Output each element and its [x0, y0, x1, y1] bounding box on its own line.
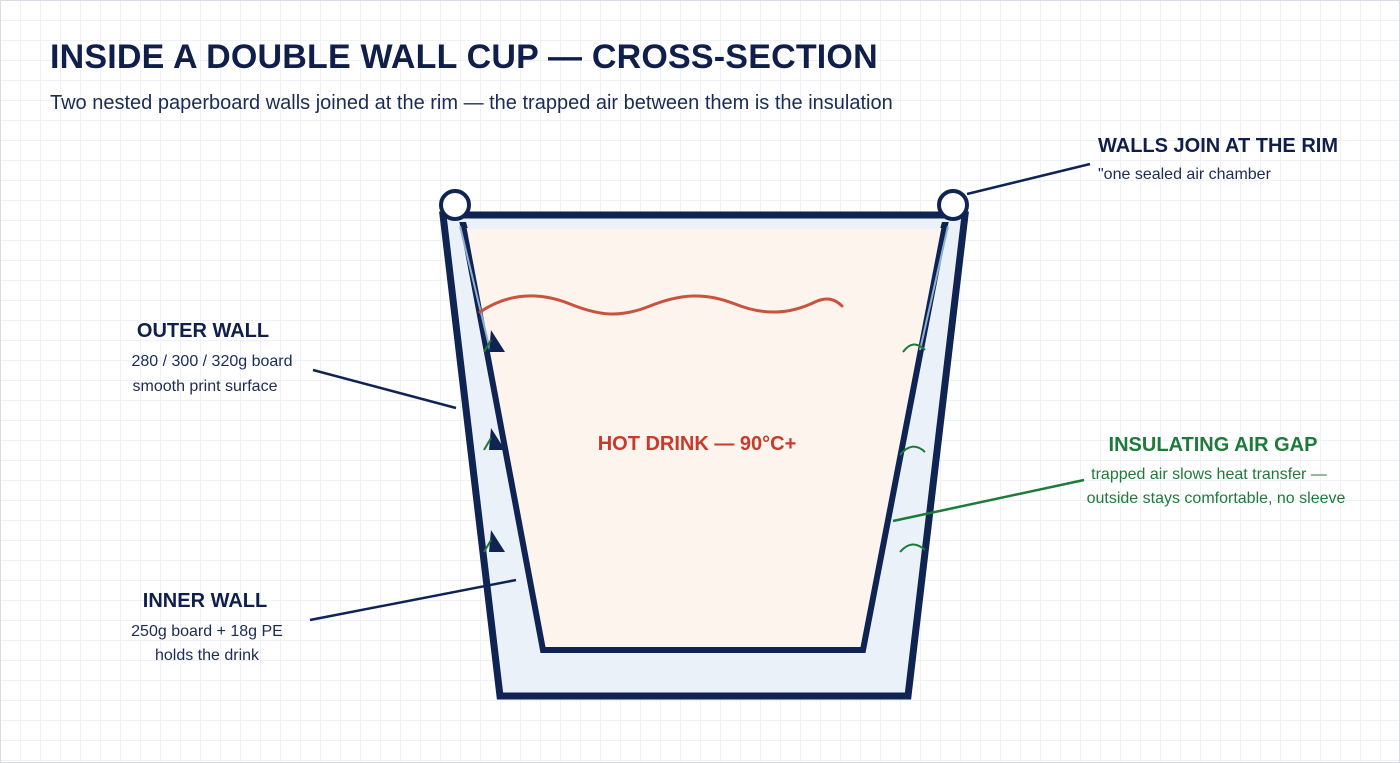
- inner-wall-label-line1: 250g board + 18g PE: [131, 623, 283, 640]
- air-gap-leader-line: [892, 478, 1085, 523]
- inner-wall-highlight-right: [919, 225, 949, 351]
- inner-wall-highlight-left: [459, 225, 491, 351]
- rim-label-heading: WALLS JOIN AT THE RIM: [1098, 135, 1338, 157]
- page-title: INSIDE A DOUBLE WALL CUP — CROSS-SECTION: [50, 38, 878, 76]
- air-gap-label-line2: outside stays comfortable, no sleeve: [1087, 490, 1346, 507]
- air-arc-icon: [899, 445, 926, 456]
- outer-wall-leader-line: [312, 368, 457, 410]
- drink-surface-wave: [478, 294, 844, 316]
- inner-wall-label-line2: holds the drink: [155, 647, 260, 664]
- rim-leader-line: [966, 162, 1091, 196]
- heat-arrow-icon: [483, 330, 505, 353]
- air-arc-icon: [899, 543, 926, 553]
- outer-wall-label-line1: 280 / 300 / 320g board: [131, 353, 292, 370]
- inner-wall-label-heading: INNER WALL: [143, 590, 267, 612]
- page-subtitle: Two nested paperboard walls joined at th…: [50, 92, 893, 114]
- air-arc-icon: [902, 343, 926, 353]
- rim-bead-right: [937, 189, 969, 221]
- heat-arrow-icon: [483, 428, 505, 451]
- hot-drink-label: HOT DRINK — 90°C+: [598, 433, 797, 455]
- air-gap-label-heading: INSULATING AIR GAP: [1109, 434, 1318, 456]
- rim-bead-left: [439, 189, 471, 221]
- rim-label-line1: "one sealed air chamber: [1098, 166, 1272, 183]
- outer-wall-label-heading: OUTER WALL: [137, 320, 269, 342]
- inner-wall-leader-line: [309, 578, 517, 622]
- heat-arrow-icon: [483, 530, 505, 553]
- air-gap-label-line1: trapped air slows heat transfer —: [1091, 466, 1327, 483]
- outer-wall-label-line2: smooth print surface: [133, 378, 278, 395]
- rim-air-area: [466, 222, 942, 229]
